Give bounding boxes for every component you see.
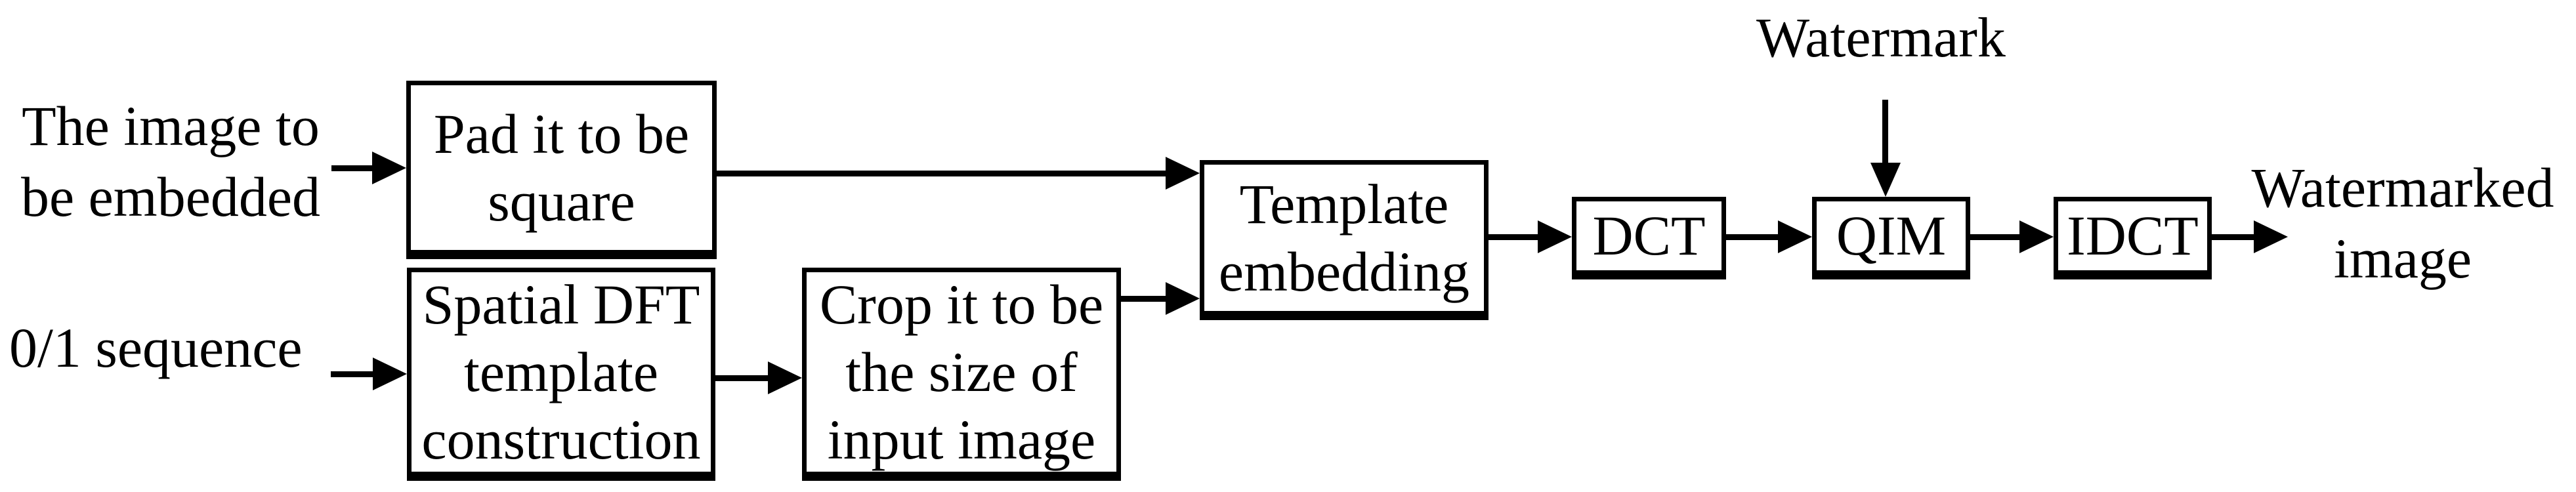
arrow-head	[1166, 157, 1200, 190]
qim-box-line1: QIM	[1836, 204, 1947, 267]
qim-box: QIM	[1812, 197, 1970, 279]
watermarked-image-label-line1: Watermarked	[2251, 156, 2554, 219]
arrow-shaft	[1489, 234, 1539, 240]
sequence-label-line1: 0/1 sequence	[9, 316, 303, 379]
arrow-head	[1538, 220, 1572, 253]
arrow-head	[372, 152, 406, 184]
arrow-shaft	[1726, 234, 1779, 240]
template-box-line2: embedding	[1218, 239, 1470, 303]
pad-box-line2: square	[488, 169, 635, 233]
arrow-shaft	[1970, 234, 2021, 240]
sequence-label: 0/1 sequence	[9, 312, 303, 383]
watermark-label: Watermark	[1756, 2, 2006, 73]
crop-box-line3: input image	[827, 407, 1096, 471]
pad-box-line1: Pad it to be	[433, 102, 690, 165]
arrow-head	[1778, 220, 1812, 253]
arrow-shaft	[717, 171, 1167, 176]
arrow-shaft	[1882, 100, 1888, 164]
idct-box-line1: IDCT	[2067, 204, 2199, 267]
template-embedding-box: Template embedding	[1200, 160, 1489, 320]
dct-box: DCT	[1572, 197, 1726, 279]
arrow-head	[2019, 220, 2054, 253]
watermark-label-line1: Watermark	[1756, 6, 2006, 69]
arrow-shaft	[715, 375, 769, 381]
dct-box-line1: DCT	[1592, 204, 1706, 267]
input-image-label-line1: The image to	[22, 94, 320, 157]
spatial-box-line2: template	[463, 340, 659, 403]
crop-to-input-size-box: Crop it to be the size of input image	[802, 268, 1121, 481]
input-image-label: The image to be embedded	[3, 91, 338, 232]
arrow-head	[373, 358, 407, 390]
template-box-line1: Template	[1239, 172, 1449, 236]
arrow-head	[1166, 282, 1200, 315]
input-image-label-line2: be embedded	[20, 165, 321, 228]
arrow-head	[2254, 220, 2288, 253]
crop-box-line1: Crop it to be	[819, 272, 1104, 336]
watermarked-image-label-line2: image	[2333, 227, 2472, 290]
idct-box: IDCT	[2054, 197, 2212, 279]
spatial-box-line1: Spatial DFT	[422, 272, 700, 336]
arrow-head	[1870, 163, 1901, 197]
spatial-box-line3: construction	[421, 407, 701, 471]
arrow-shaft	[2212, 234, 2255, 240]
arrow-head	[768, 361, 802, 394]
watermarked-image-label: Watermarked image	[2231, 152, 2574, 294]
arrow-shaft	[331, 165, 374, 171]
spatial-dft-template-construction-box: Spatial DFT template construction	[407, 268, 715, 481]
crop-box-line2: the size of	[845, 340, 1078, 403]
arrow-shaft	[1121, 296, 1167, 302]
pad-to-square-box: Pad it to be square	[406, 81, 717, 259]
arrow-shaft	[331, 371, 374, 377]
